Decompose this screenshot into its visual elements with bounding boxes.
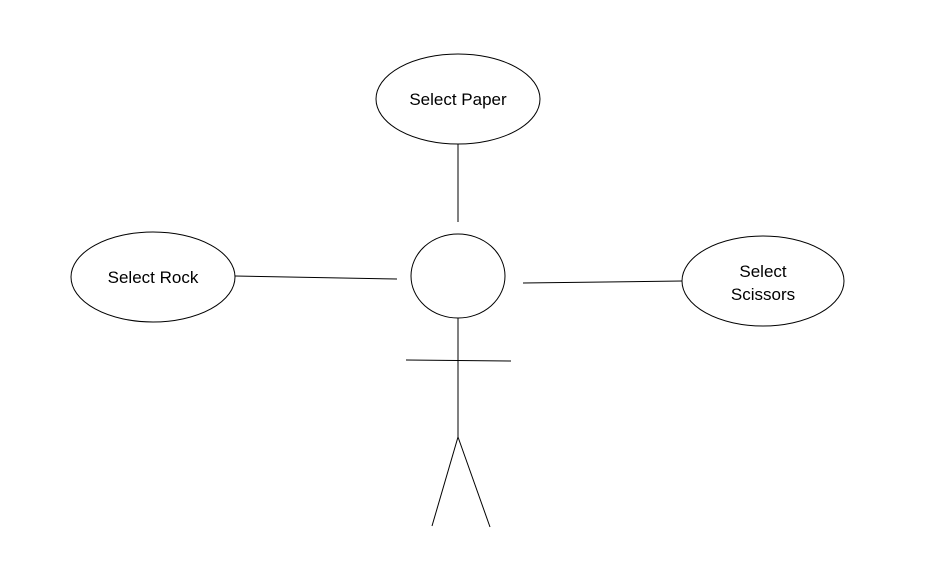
association-line-rock — [234, 275, 398, 280]
use-case-ellipse-scissors — [681, 235, 845, 327]
actor-stick-figure — [405, 233, 512, 528]
use-case-select-rock: Select Rock — [70, 231, 236, 323]
actor-right-leg — [457, 436, 491, 528]
use-case-select-paper: Select Paper — [375, 53, 541, 145]
use-case-label-rock: Select Rock — [108, 268, 199, 287]
actor-arms — [405, 359, 512, 362]
use-case-label-scissors-line2: Scissors — [731, 285, 795, 304]
actor-left-leg — [431, 436, 459, 527]
use-case-select-scissors: Select Scissors — [681, 235, 845, 327]
association-line-scissors — [522, 280, 683, 284]
use-case-ellipse-rock — [70, 231, 236, 323]
use-case-label-scissors-line1: Select — [739, 262, 787, 281]
use-case-label-paper: Select Paper — [409, 90, 507, 109]
actor-head — [410, 233, 506, 319]
